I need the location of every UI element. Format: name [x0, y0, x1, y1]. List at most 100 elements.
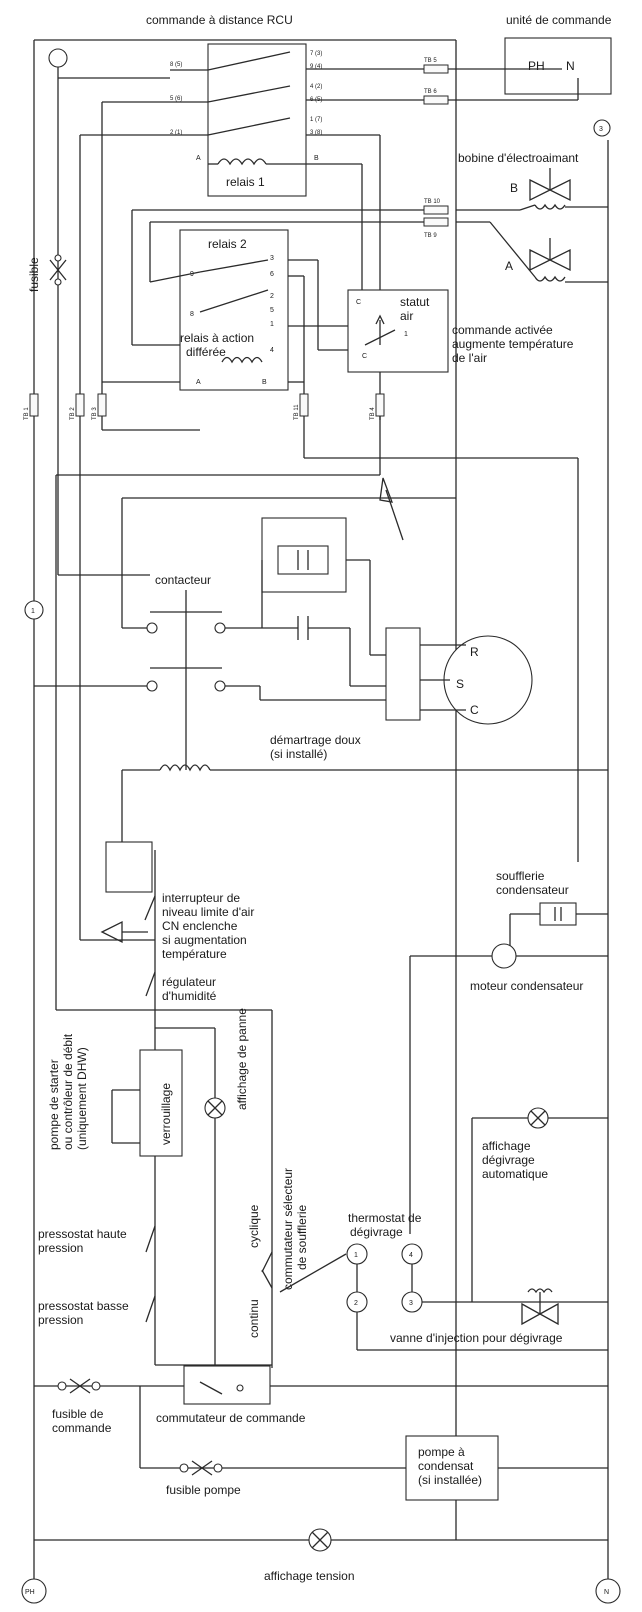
control-unit-title: unité de commande — [506, 13, 612, 27]
fan-selector-switch — [261, 1251, 347, 1293]
cmd-active-label-2: augmente température — [452, 337, 574, 351]
pin-3: 3 (8) — [310, 130, 322, 136]
motor-c-label: C — [470, 703, 479, 717]
relay-1-a: A — [196, 155, 201, 162]
coil-b-label: B — [510, 181, 518, 195]
air-status-label-2: air — [400, 309, 413, 323]
ctrl-fuse-label-1: fusible de — [52, 1407, 104, 1421]
condenser-motor — [491, 943, 517, 969]
relay-2-box — [179, 229, 289, 391]
cond-pump-label-3: (si installée) — [418, 1473, 482, 1487]
continuous-label: continu — [247, 1299, 261, 1338]
pin-7: 7 (3) — [310, 51, 322, 57]
defrost-term-4: 4 — [409, 1252, 413, 1259]
node-3 — [593, 119, 611, 137]
svg-text:TB 2: TB 2 — [70, 407, 76, 420]
fault-display-label: affichage de panne — [235, 1008, 249, 1110]
defrost-display-label-1: affichage — [482, 1139, 531, 1153]
fan-selector-label-1: commutateur sélecteur — [281, 1168, 295, 1290]
relay-1-label: relais 1 — [226, 175, 265, 189]
svg-text:TB 10: TB 10 — [424, 199, 441, 205]
terminal-tb4: TB 4 — [370, 393, 385, 420]
ctrl-switch-label: commutateur de commande — [156, 1411, 306, 1425]
soft-start-box — [385, 627, 421, 721]
cond-pump-label-1: pompe à — [418, 1445, 465, 1459]
defrost-thermostat — [346, 1243, 423, 1313]
pump-starter-label-3: (uniquement DHW) — [75, 1047, 89, 1150]
pin-9: 9 (4) — [310, 64, 322, 70]
relay-2-pin-1: 1 — [270, 321, 274, 328]
pin-2: 2 (1) — [170, 130, 182, 136]
hp-switch-label-2: pression — [38, 1241, 83, 1255]
defrost-display-label-2: dégivrage — [482, 1153, 535, 1167]
humidity-regulator-switch — [145, 971, 156, 997]
pin-8: 8 (5) — [170, 62, 182, 68]
delay-relay-label-1: relais à action — [180, 331, 254, 345]
terminal-tb5: TB 5 — [423, 58, 449, 74]
cond-pump-label-2: condensat — [418, 1459, 474, 1473]
defrost-valve-label: vanne d'injection pour dégivrage — [390, 1331, 563, 1345]
svg-text:TB 11: TB 11 — [294, 404, 300, 420]
humidity-label-2: d'humidité — [162, 989, 217, 1003]
soft-start-label-2: (si installé) — [270, 747, 327, 761]
low-pressure-switch — [145, 1295, 156, 1323]
limit-switch-label-3: CN enclenche — [162, 919, 238, 933]
fan-cond-label-2: condensateur — [496, 883, 569, 897]
condensate-pump-box — [405, 1435, 499, 1501]
pin-4: 4 (2) — [310, 84, 322, 90]
relay-1-b: B — [314, 155, 319, 162]
control-switch-box — [183, 1365, 271, 1405]
relay-1-coil — [208, 158, 306, 166]
relay-2-pin-5: 5 — [270, 307, 274, 314]
delay-relay-label-2: différée — [186, 345, 226, 359]
terminal-tb1: TB 1 — [24, 393, 39, 420]
terminal-tb9: TB 9 — [423, 217, 449, 239]
relay-1-contacts — [207, 51, 291, 136]
limit-switch-label-4: si augmentation — [162, 933, 247, 947]
motor-s-label: S — [456, 677, 464, 691]
terminal-tb10: TB 10 — [423, 199, 449, 215]
humidity-label-1: régulateur — [162, 975, 216, 989]
neutral-bus — [455, 40, 609, 1585]
rcu-title: commande à distance RCU — [146, 13, 293, 27]
fuse-label: fusible — [27, 257, 41, 292]
svg-text:TB 4: TB 4 — [370, 407, 376, 420]
node-3-label: 3 — [599, 126, 603, 133]
pump-fuse — [179, 1460, 223, 1476]
lp-switch-label-1: pressostat basse — [38, 1299, 129, 1313]
capacitor-run — [277, 545, 329, 575]
relay-2-contacts — [199, 259, 269, 313]
relay-2-pin-3: 3 — [270, 255, 274, 262]
defrost-thermo-label-2: dégivrage — [350, 1225, 403, 1239]
defrost-term-1: 1 — [354, 1252, 358, 1259]
terminal-tb6: TB 6 — [423, 89, 449, 105]
node-1-label: 1 — [31, 608, 35, 615]
pin-5: 5 (6) — [170, 96, 182, 102]
limit-switch-label-2: niveau limite d'air — [162, 905, 254, 919]
capacitor-start — [297, 616, 309, 640]
contactor-label: contacteur — [155, 573, 211, 587]
cyclic-label: cyclique — [247, 1204, 261, 1248]
svg-text:TB 5: TB 5 — [424, 58, 437, 64]
limit-switch-label-1: interrupteur de — [162, 891, 240, 905]
defrost-thermo-label-1: thermostat de — [348, 1211, 422, 1225]
node-1 — [24, 600, 44, 620]
voltage-indicator-lamp — [308, 1528, 332, 1552]
soft-start-label-1: démartrage doux — [270, 733, 361, 747]
control-switch — [199, 1381, 244, 1395]
motor-r-label: R — [470, 645, 479, 659]
interlock-box — [139, 1049, 183, 1157]
indicator-lamp-top — [48, 48, 68, 68]
solenoid-coil-a — [529, 238, 571, 282]
pin-1: 1 (7) — [310, 117, 322, 123]
contactor-relay-block — [105, 841, 153, 893]
fault-indicator-lamp — [204, 1097, 226, 1119]
relay-2-pin-8: 8 — [190, 311, 194, 318]
interlock-label: verrouillage — [159, 1083, 173, 1145]
contactor — [146, 590, 226, 770]
air-status-box — [347, 289, 449, 373]
defrost-display-label-3: automatique — [482, 1167, 548, 1181]
svg-text:TB 6: TB 6 — [424, 89, 437, 95]
relay-2-pin-9: 9 — [190, 271, 194, 278]
